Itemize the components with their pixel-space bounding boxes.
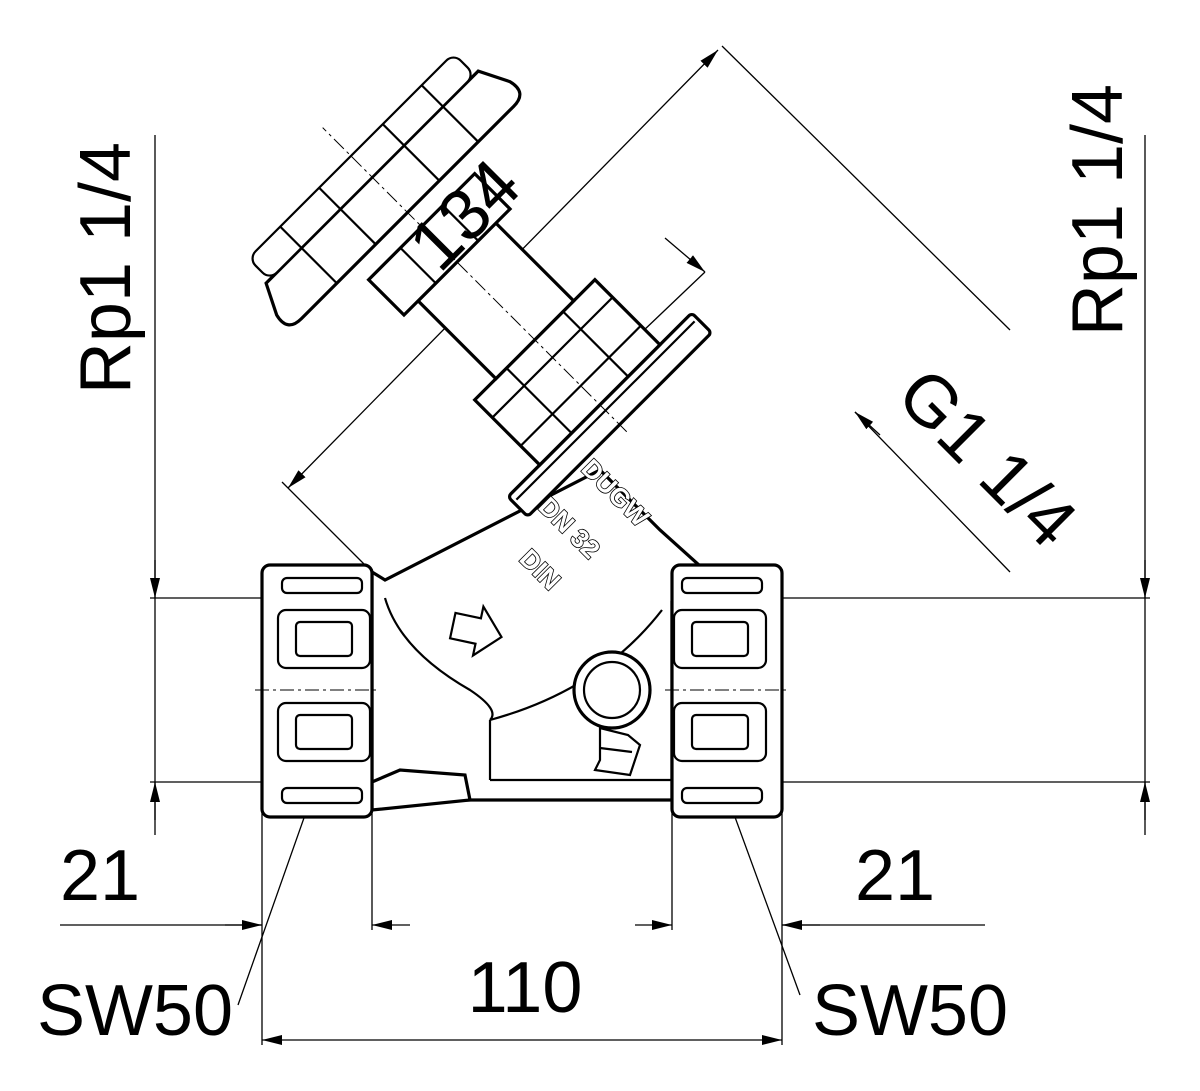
bonnet-assembly — [251, 56, 712, 517]
right-connection-label: Rp1 1/4 — [1058, 84, 1138, 336]
overall-length-label: 110 — [468, 948, 583, 1028]
left-thread-depth-label: 21 — [60, 836, 140, 916]
left-connection-label: Rp1 1/4 — [66, 142, 146, 394]
right-hex-nut — [665, 563, 790, 819]
right-thread-depth-label: 21 — [855, 836, 935, 916]
valve-body — [370, 468, 761, 812]
left-wrench-size-label: SW50 — [37, 971, 233, 1051]
left-hex-nut — [255, 563, 380, 819]
bonnet-thread-label: G1 1/4 — [882, 353, 1091, 562]
right-wrench-size-label: SW50 — [812, 971, 1008, 1051]
flow-direction-arrow-icon — [448, 603, 503, 658]
drain-port — [572, 650, 652, 777]
